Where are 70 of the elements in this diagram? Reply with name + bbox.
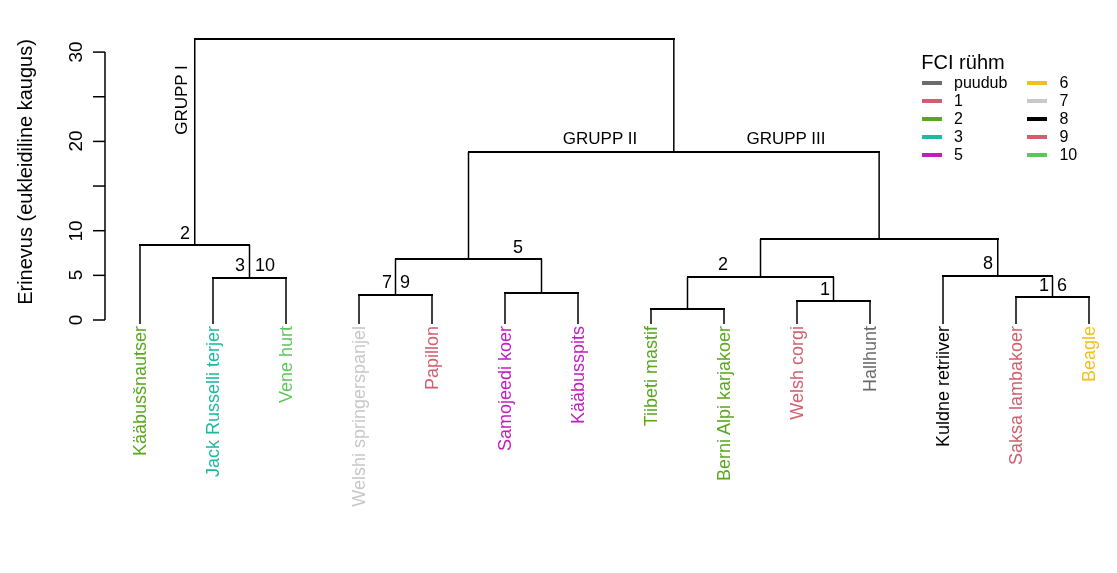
branch-line (878, 151, 880, 240)
branch-line (869, 300, 871, 325)
branch-line (1088, 296, 1090, 325)
branch-line (673, 38, 675, 153)
tick-label: 0 (65, 314, 85, 326)
group-number: 5 (513, 238, 523, 256)
branch-line (1015, 296, 1017, 325)
legend-text: 7 (1059, 93, 1069, 109)
group-number: 7 (382, 273, 392, 291)
branch-line (248, 244, 251, 279)
legend-text: 1 (954, 93, 963, 109)
branch-line (467, 151, 470, 260)
group-label: GRUPP III (746, 129, 826, 147)
branch-line (504, 292, 506, 325)
branch-line (431, 294, 433, 325)
branch-line (942, 275, 944, 325)
leaf-label: Hallhunt (860, 326, 880, 393)
legend-title: FCI rühm (921, 52, 1005, 72)
branch-line (650, 308, 652, 325)
branch-line (285, 277, 287, 325)
legend-text: 8 (1059, 111, 1069, 127)
branch-line (212, 277, 214, 325)
legend-text: 2 (954, 111, 963, 127)
branch-line (577, 292, 579, 325)
group-number: 10 (255, 256, 275, 274)
branch-line (997, 238, 999, 277)
legend-text: 3 (954, 129, 963, 145)
leaf-label: Vene hurt (276, 326, 296, 404)
branch-line (686, 276, 689, 310)
group-number: 3 (235, 256, 245, 274)
leaf-label: Tiibeti mastif (641, 326, 661, 427)
group-number: 1 (820, 280, 830, 298)
tick-label: 5 (65, 270, 85, 281)
leaf-label: Beagle (1079, 326, 1099, 383)
branch-line (394, 258, 397, 296)
legend-text: 9 (1059, 129, 1069, 145)
group-label: GRUPP I (172, 65, 190, 135)
leaf-label: Saksa lambakoer (1006, 326, 1026, 466)
branch-line (358, 294, 360, 325)
leaf-label: Jack Russelli terjer (203, 326, 223, 478)
group-number: 2 (180, 224, 190, 242)
leaf-label: Berni Alpi karjakoer (714, 326, 734, 482)
branch-line (796, 300, 798, 325)
leaf-label: Kääbusspits (568, 326, 588, 425)
branch-line (723, 308, 725, 325)
branch-line (759, 238, 762, 278)
legend-text: 6 (1059, 75, 1069, 91)
branch-line (139, 244, 141, 325)
leaf-label: Papillon (422, 326, 442, 391)
axis-title: Erinevus (eukleidiline kaugus) (15, 39, 35, 305)
group-number: 2 (718, 255, 728, 273)
leaf-label: Welsh corgi (787, 326, 807, 420)
tick-label: 10 (65, 220, 85, 242)
branch-line (194, 38, 196, 246)
leaf-label: Kääbusšnautser (130, 326, 150, 457)
branch-line (540, 258, 543, 294)
legend-text: 10 (1059, 147, 1078, 163)
group-number: 9 (400, 273, 410, 291)
legend-text: 5 (954, 147, 963, 163)
group-number: 8 (983, 254, 993, 272)
group-label: GRUPP II (562, 129, 638, 147)
leaf-label: Samojeedi koer (495, 326, 515, 452)
leaf-label: Kuldne retriiver (933, 326, 953, 448)
legend-text: puudub (954, 75, 1008, 91)
group-number: 1 (1039, 276, 1049, 294)
tick-label: 20 (65, 130, 85, 152)
branch-line (1051, 275, 1054, 298)
tick-label: 30 (65, 41, 85, 63)
group-number: 6 (1057, 276, 1067, 294)
branch-line (832, 276, 835, 302)
